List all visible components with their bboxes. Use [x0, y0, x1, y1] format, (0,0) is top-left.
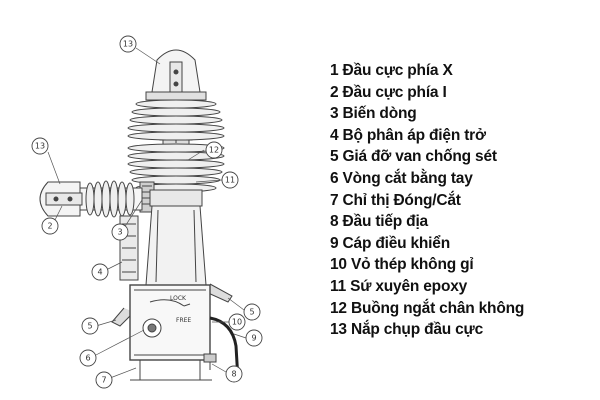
- leader-lines: [47, 47, 247, 379]
- side-terminal-cap: [39, 181, 83, 217]
- callout-12: 12: [209, 146, 219, 155]
- legend-item-11: 11 Sứ xuyên epoxy: [330, 277, 468, 295]
- legend-item-9: 9 Cáp điều khiển: [330, 234, 450, 252]
- callout-11: 11: [225, 176, 235, 185]
- lock-lever: [149, 299, 191, 307]
- earth-terminal: [203, 353, 217, 370]
- callout-13-top: 13: [123, 40, 133, 49]
- legend-item-6: 6 Vòng cắt bằng tay: [330, 169, 473, 187]
- callout-10: 10: [232, 318, 242, 327]
- callout-4: 4: [97, 268, 102, 277]
- upper-insulator: [127, 99, 225, 141]
- legend-item-13: 13 Nắp chụp đầu cực: [330, 321, 483, 339]
- callout-5-right: 5: [249, 308, 254, 317]
- top-terminal-cap: [145, 49, 207, 101]
- arrester-bracket-left: [111, 307, 135, 327]
- recloser-diagram: 13 13 12 11 2 3 4 5 5 10 9 6 7 8 LOCK FR…: [31, 35, 263, 389]
- callout-13-side: 13: [35, 142, 45, 151]
- legend-item-12: 12 Buồng ngắt chân không: [330, 299, 525, 317]
- component-legend: 1 Đầu cực phía X 2 Đầu cực phía I 3 Biến…: [330, 60, 592, 341]
- callout-5-left: 5: [87, 322, 92, 331]
- legend-item-10: 10 Vỏ thép không gỉ: [330, 256, 474, 274]
- callout-8: 8: [231, 370, 236, 379]
- legend-item-4: 4 Bộ phân áp điện trở: [330, 126, 486, 144]
- legend-item-5: 5 Giá đỡ van chống sét: [330, 148, 497, 166]
- legend-item-3: 3 Biến dòng: [330, 105, 417, 123]
- callout-2: 2: [47, 222, 52, 231]
- side-insulator: [79, 180, 143, 218]
- callout-3: 3: [117, 228, 122, 237]
- callout-7: 7: [101, 376, 106, 385]
- arrester-bracket-right: [205, 283, 233, 303]
- central-column: [145, 189, 207, 286]
- lock-label: LOCK: [170, 295, 187, 302]
- steel-housing: [129, 284, 212, 381]
- legend-item-2: 2 Đầu cực phía I: [330, 83, 447, 101]
- control-cable: [209, 316, 240, 381]
- legend-item-7: 7 Chỉ thị Đóng/Cắt: [330, 191, 461, 209]
- legend-item-1: 1 Đầu cực phía X: [330, 62, 453, 79]
- manual-trip-ring: [142, 318, 162, 338]
- callout-6: 6: [85, 354, 90, 363]
- callout-9: 9: [251, 334, 256, 343]
- callout-circles: [31, 35, 263, 389]
- free-label: FREE: [176, 317, 191, 324]
- legend-item-8: 8 Đầu tiếp địa: [330, 213, 428, 231]
